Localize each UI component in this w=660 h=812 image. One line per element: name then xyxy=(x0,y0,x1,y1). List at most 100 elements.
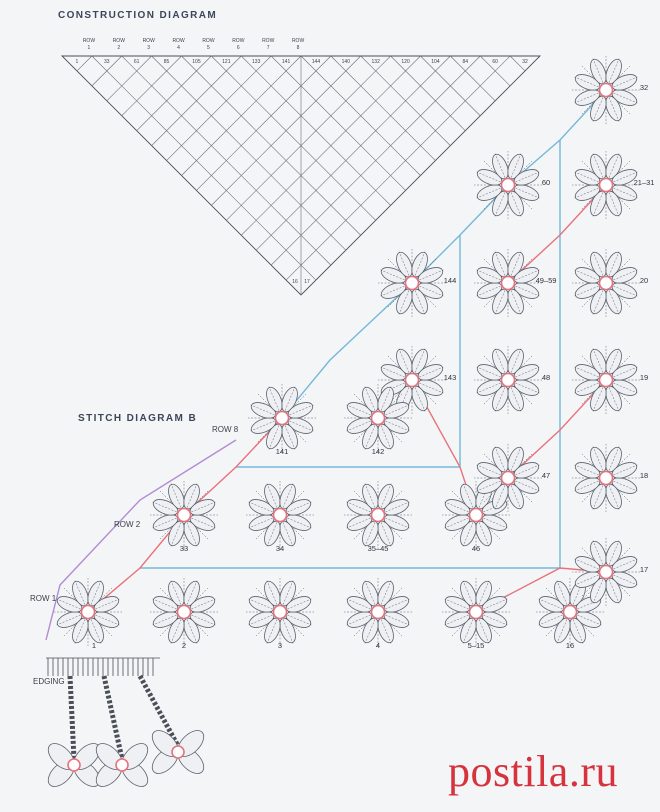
chain-spoke xyxy=(515,382,540,394)
cell-value: 120 xyxy=(401,59,410,65)
cell-value: 60 xyxy=(492,59,498,65)
motif-number: 21–31 xyxy=(634,178,655,187)
cell-value: 105 xyxy=(192,59,201,65)
chain-spoke xyxy=(611,547,631,567)
chain-spoke xyxy=(257,393,277,413)
chain-spoke xyxy=(611,483,631,503)
chain-spoke xyxy=(556,580,568,605)
motif-center-ring xyxy=(500,470,516,486)
chain-spoke xyxy=(510,153,522,178)
chain-spoke xyxy=(545,587,565,607)
motif-center-ring xyxy=(598,372,614,388)
chain-spoke xyxy=(419,382,444,394)
chain-spoke xyxy=(383,423,403,443)
grid-line xyxy=(136,55,212,131)
join-line xyxy=(507,379,607,479)
chain-spoke xyxy=(353,520,373,540)
chain-spoke xyxy=(611,385,631,405)
chain-spoke xyxy=(545,617,565,637)
chain-spoke xyxy=(581,160,601,180)
motif-number: 1 xyxy=(92,641,96,650)
motif-number: 47 xyxy=(542,471,550,480)
chain-spoke xyxy=(608,251,620,276)
motif-center-ring xyxy=(176,604,192,620)
chain-spoke xyxy=(170,483,182,508)
chain-spoke xyxy=(385,614,410,626)
chain-spoke xyxy=(462,619,474,644)
chain-spoke xyxy=(152,598,177,610)
tassel-center-ring xyxy=(115,758,129,772)
flower-motif-icon xyxy=(378,249,446,317)
chain-spoke xyxy=(186,483,198,508)
chain-spoke xyxy=(93,617,113,637)
motif-number: 48 xyxy=(542,373,550,382)
chain-spoke xyxy=(538,614,563,626)
grid-line xyxy=(181,55,302,176)
chain-spoke xyxy=(346,614,371,626)
grid-line xyxy=(509,55,526,72)
flower-motif-icon xyxy=(474,151,542,219)
chain-spoke xyxy=(483,288,503,308)
chain-spoke xyxy=(95,614,120,626)
chain-spoke xyxy=(510,485,522,510)
flower-motif-icon xyxy=(572,151,640,219)
chain-spoke xyxy=(353,490,373,510)
chain-spoke xyxy=(170,522,182,547)
chain-spoke xyxy=(592,251,604,276)
chain-spoke xyxy=(483,190,503,210)
chain-spoke xyxy=(613,480,638,492)
motif-center-ring xyxy=(370,507,386,523)
chain-spoke xyxy=(380,580,392,605)
chain-spoke xyxy=(581,65,601,85)
chain-spoke xyxy=(346,420,371,432)
chain-spoke xyxy=(266,483,278,508)
chain-spoke xyxy=(581,258,601,278)
chain-spoke xyxy=(385,517,410,529)
chain-spoke xyxy=(462,483,474,508)
chain-spoke xyxy=(592,58,604,83)
tip-value: 17 xyxy=(304,279,310,285)
grid-line xyxy=(211,55,361,206)
chain-spoke xyxy=(510,446,522,471)
flower-motif-icon xyxy=(246,481,314,549)
chain-spoke xyxy=(63,617,83,637)
chain-spoke xyxy=(95,598,120,610)
chain-spoke xyxy=(353,617,373,637)
chain-spoke xyxy=(451,617,471,637)
edging-label: EDGING xyxy=(33,677,65,686)
chain-spoke xyxy=(417,385,437,405)
chain-spoke xyxy=(380,522,392,547)
chain-spoke xyxy=(444,614,469,626)
flower-motif-icon xyxy=(572,249,640,317)
chain-spoke xyxy=(444,598,469,610)
motif-center-ring xyxy=(404,275,420,291)
chain-spoke xyxy=(285,490,305,510)
grid-line xyxy=(270,55,481,266)
chain-spoke xyxy=(592,485,604,510)
chain-spoke xyxy=(510,387,522,412)
cell-value: 133 xyxy=(252,59,261,65)
chain-spoke xyxy=(380,285,405,297)
chain-spoke xyxy=(515,269,540,281)
motif-center-ring xyxy=(468,604,484,620)
chain-spoke xyxy=(284,425,296,450)
chain-spoke xyxy=(444,517,469,529)
chain-spoke xyxy=(152,501,177,513)
chain-spoke xyxy=(287,393,307,413)
row-header-number: 4 xyxy=(177,45,180,51)
chain-spoke xyxy=(364,386,376,411)
chain-spoke xyxy=(538,598,563,610)
grid-line xyxy=(330,55,436,161)
chain-spoke xyxy=(282,580,294,605)
chain-spoke xyxy=(483,258,503,278)
chain-spoke xyxy=(385,501,410,513)
tassel-center-ring xyxy=(67,758,81,772)
chain-spoke xyxy=(266,619,278,644)
chain-spoke xyxy=(592,97,604,122)
chain-spoke xyxy=(608,579,620,604)
chain-spoke xyxy=(364,483,376,508)
tassel-chain xyxy=(67,675,77,760)
chain-spoke xyxy=(608,348,620,373)
row-header-number: 7 xyxy=(267,45,270,51)
